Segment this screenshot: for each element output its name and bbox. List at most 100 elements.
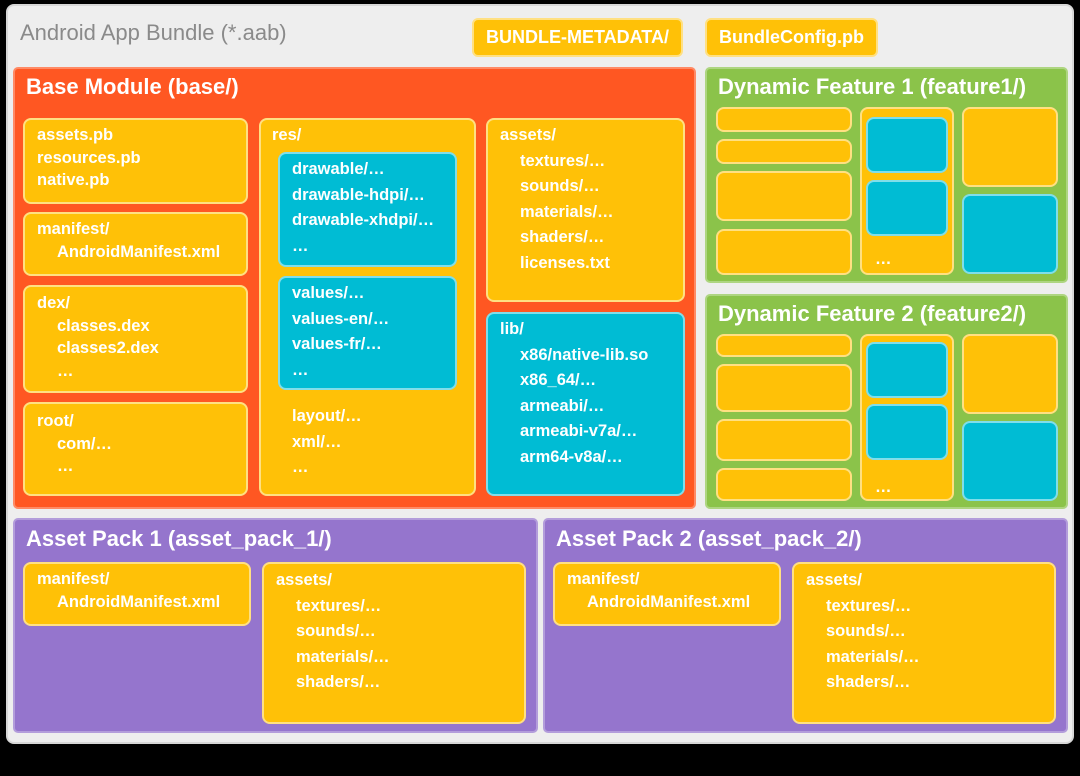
feature2-box <box>962 334 1058 414</box>
dex-list: dex/ classes.dex classes2.dex … <box>37 292 159 382</box>
feature1-box <box>716 139 852 164</box>
res-other-list: layout/… xml/… … <box>292 404 362 481</box>
list-item: AndroidManifest.xml <box>57 242 221 261</box>
list-item: assets.pb <box>37 126 114 144</box>
feature1-box <box>962 107 1058 187</box>
asset-pack-2-title: Asset Pack 2 (asset_pack_2/) <box>556 526 862 551</box>
list-item: assets/ <box>806 571 862 589</box>
list-item: native.pb <box>37 171 110 189</box>
feature1-cyan-box <box>866 117 948 173</box>
assets-list: assets/ textures/… sounds/… materials/… … <box>500 123 614 276</box>
lib-box <box>486 312 685 496</box>
list-item: manifest/ <box>37 570 110 588</box>
list-item: drawable-xhdpi/… <box>292 211 435 229</box>
manifest-box <box>23 212 248 276</box>
asset-pack-2-manifest-list: manifest/ AndroidManifest.xml <box>567 568 750 613</box>
list-item: textures/… <box>296 596 382 615</box>
list-item: … <box>292 360 309 379</box>
dex-box <box>23 285 248 393</box>
list-item: layout/… <box>292 407 362 425</box>
list-item: shaders/… <box>826 673 911 691</box>
list-item: licenses.txt <box>520 253 610 272</box>
bottom-bar <box>0 746 1080 776</box>
res-drawable-list: drawable/… drawable-hdpi/… drawable-xhdp… <box>292 157 434 259</box>
list-item: assets/ <box>500 126 556 144</box>
list-item: textures/… <box>826 596 912 615</box>
base-module-title: Base Module (base/) <box>26 74 239 99</box>
list-item: values/… <box>292 284 365 302</box>
feature1-ellipsis: … <box>875 250 892 268</box>
list-item: classes.dex <box>57 316 150 335</box>
feature1-box <box>716 171 852 221</box>
bundle-title: Android App Bundle (*.aab) <box>20 20 287 45</box>
list-item: drawable/… <box>292 160 385 178</box>
feature2-cyan-box <box>866 342 948 398</box>
list-item: shaders/… <box>520 228 605 246</box>
asset-pack-2-assets-list: assets/ textures/… sounds/… materials/… … <box>806 568 920 696</box>
pb-files-box <box>23 118 248 204</box>
list-item: … <box>57 457 74 475</box>
list-item: dex/ <box>37 294 71 312</box>
feature1-box <box>716 107 852 132</box>
list-item: … <box>57 361 74 380</box>
lib-list: lib/ x86/native-lib.so x86_64/… armeabi/… <box>500 317 648 470</box>
asset-pack-1-manifest-box <box>23 562 251 626</box>
bundle-config-tag: BundleConfig.pb <box>705 18 878 57</box>
list-item: resources.pb <box>37 148 141 167</box>
list-item: drawable-hdpi/… <box>292 185 425 204</box>
feature2-box <box>716 334 852 357</box>
list-item: AndroidManifest.xml <box>57 592 221 611</box>
list-item: x86_64/… <box>520 371 597 389</box>
bundle-metadata-tag: BUNDLE-METADATA/ <box>472 18 683 57</box>
pb-files-list: assets.pb resources.pb native.pb <box>37 124 141 192</box>
res-drawable-box <box>278 152 457 267</box>
feature1-cyan-box <box>962 194 1058 274</box>
list-item: classes2.dex <box>57 339 159 357</box>
feature2-box <box>716 419 852 461</box>
list-item: materials/… <box>520 202 614 221</box>
feature2-cyan-box <box>866 404 948 460</box>
list-item: sounds/… <box>296 622 376 640</box>
list-item: sounds/… <box>826 622 906 640</box>
feature1-title: Dynamic Feature 1 (feature1/) <box>718 74 1027 99</box>
list-item: assets/ <box>276 571 332 589</box>
asset-pack-1-manifest-list: manifest/ AndroidManifest.xml <box>37 568 220 613</box>
feature2-box <box>716 364 852 412</box>
list-item: root/ <box>37 412 74 430</box>
list-item: manifest/ <box>567 570 640 588</box>
list-item: armeabi/… <box>520 396 605 415</box>
list-item: manifest/ <box>37 220 110 238</box>
assets-box <box>486 118 685 302</box>
list-item: textures/… <box>520 151 606 170</box>
feature1-box <box>716 229 852 275</box>
res-label: res/ <box>272 126 302 144</box>
list-item: armeabi-v7a/… <box>520 422 638 440</box>
list-item: … <box>292 458 309 476</box>
asset-pack-2-assets-box <box>792 562 1056 724</box>
asset-pack-1-assets-list: assets/ textures/… sounds/… materials/… … <box>276 568 390 696</box>
list-item: com/… <box>57 434 113 453</box>
list-item: values-en/… <box>292 309 390 328</box>
feature1-cyan-box <box>866 180 948 236</box>
feature2-cyan-box <box>962 421 1058 501</box>
manifest-list: manifest/ AndroidManifest.xml <box>37 218 220 263</box>
res-values-list: values/… values-en/… values-fr/… … <box>292 281 389 383</box>
asset-pack-2-manifest-box <box>553 562 781 626</box>
list-item: values-fr/… <box>292 335 382 353</box>
list-item: xml/… <box>292 432 342 451</box>
asset-pack-1-title: Asset Pack 1 (asset_pack_1/) <box>26 526 332 551</box>
root-box <box>23 402 248 496</box>
feature2-ellipsis: … <box>875 478 892 496</box>
list-item: … <box>292 236 309 255</box>
list-item: materials/… <box>296 647 390 666</box>
feature2-title: Dynamic Feature 2 (feature2/) <box>718 301 1027 326</box>
feature2-box <box>716 468 852 501</box>
res-values-box <box>278 276 457 390</box>
list-item: sounds/… <box>520 177 600 195</box>
root-list: root/ com/… … <box>37 410 112 478</box>
asset-pack-1-assets-box <box>262 562 526 724</box>
list-item: AndroidManifest.xml <box>587 592 751 611</box>
list-item: shaders/… <box>296 673 381 691</box>
list-item: materials/… <box>826 647 920 666</box>
list-item: lib/ <box>500 320 524 338</box>
